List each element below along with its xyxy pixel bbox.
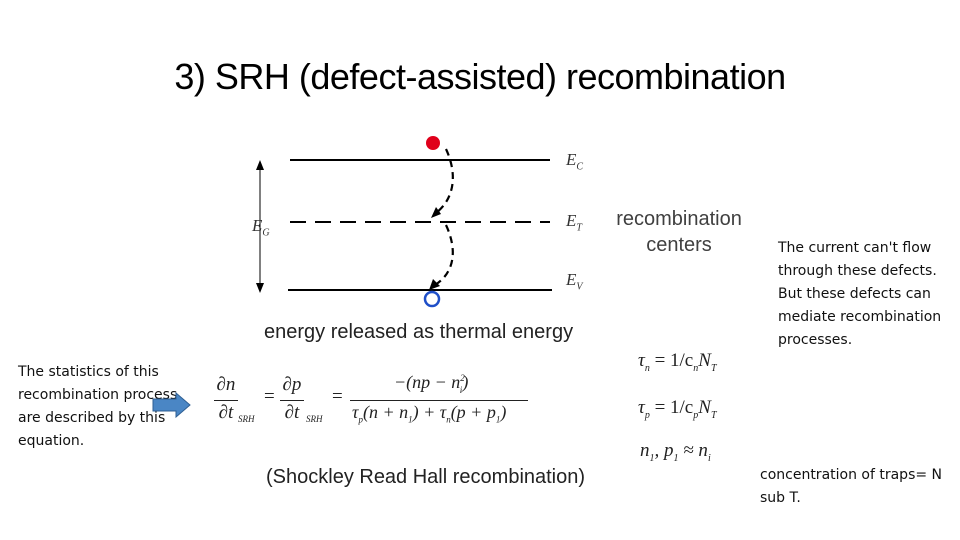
electron-capture-arrow xyxy=(435,148,454,214)
right-arrow-icon xyxy=(152,392,191,418)
fraction-bar xyxy=(350,400,528,401)
dp-symbol: ∂p xyxy=(282,374,302,395)
srh-equation: ∂n ∂t SRH = ∂p ∂t SRH = −(np − n2i) τp(n… xyxy=(214,372,534,432)
hole-capture-arrow xyxy=(434,224,454,286)
ev-label: EV xyxy=(566,270,583,293)
trap-concentration-note: concentration of traps= N sub T. xyxy=(760,467,943,506)
srh-numerator: −(np − n2i) xyxy=(394,372,469,395)
srh-denominator: τp(n + n1) + τn(p + p1) xyxy=(352,402,507,425)
band-diagram xyxy=(256,136,552,308)
eg-label: EG xyxy=(252,216,270,239)
tau-p-equation: τp = 1/cpNT xyxy=(638,397,717,421)
defects-note: The current can't flow through these def… xyxy=(778,240,942,348)
dt-symbol-2: ∂t xyxy=(284,402,300,423)
tau-n-equation: τn = 1/cnNT xyxy=(638,350,717,374)
srh-subscript: SRH xyxy=(238,414,255,424)
recombination-centers-label: recombination centers xyxy=(616,208,742,256)
hole-circle xyxy=(423,290,441,308)
dn-symbol: ∂n xyxy=(216,374,236,395)
et-label: ET xyxy=(566,211,582,234)
srh-subscript-2: SRH xyxy=(306,414,323,424)
n1-p1-approx: n1, p1 ≈ ni xyxy=(640,440,711,464)
slide-title: 3) SRH (defect-assisted) recombination xyxy=(174,56,786,97)
energy-released-label: energy released as thermal energy xyxy=(264,321,574,343)
dt-symbol: ∂t xyxy=(218,402,234,423)
srh-caption: (Shockley Read Hall recombination) xyxy=(266,466,586,488)
statistics-note: The statistics of this recombination pro… xyxy=(18,364,178,449)
electron-dot xyxy=(426,136,440,150)
ec-label: EC xyxy=(566,150,584,173)
